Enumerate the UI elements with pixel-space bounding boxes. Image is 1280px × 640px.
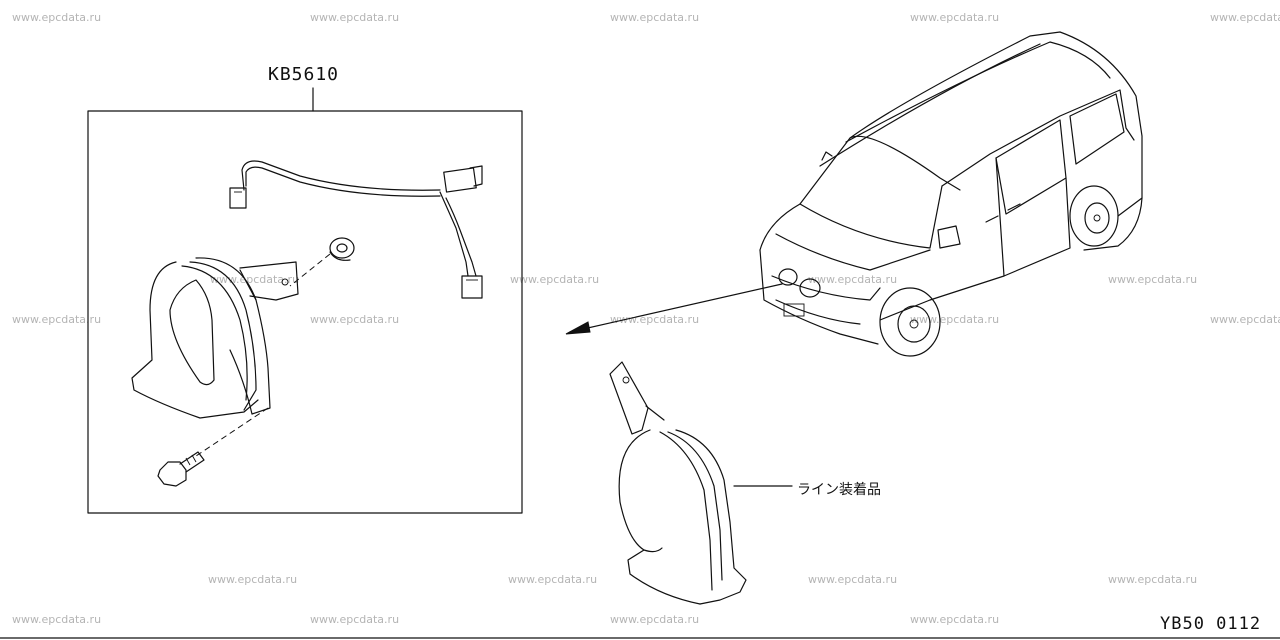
wiring-harness — [229, 160, 483, 299]
vehicle-illustration — [759, 31, 1143, 357]
watermark-text: www.epcdata.ru — [910, 11, 1000, 24]
watermark-text: www.epcdata.ru — [508, 573, 598, 586]
watermark-text: www.epcdata.ru — [808, 273, 898, 286]
line-installed-label: ライン装着品 — [797, 482, 881, 498]
nut — [329, 237, 355, 261]
watermark-text: www.epcdata.ru — [610, 313, 700, 326]
watermark-text: www.epcdata.ru — [510, 273, 600, 286]
watermark-text: www.epcdata.ru — [208, 573, 298, 586]
diagram-code: YB50 0112 — [1160, 614, 1262, 634]
watermark-text: www.epcdata.ru — [910, 613, 1000, 626]
watermark-text: www.epcdata.ru — [610, 613, 700, 626]
watermark-text: www.epcdata.ru — [310, 313, 400, 326]
watermark-text: www.epcdata.ru — [1108, 273, 1198, 286]
horn-kit-assembly — [131, 257, 299, 419]
watermark-text: www.epcdata.ru — [310, 11, 400, 24]
watermark-text: www.epcdata.ru — [12, 613, 102, 626]
part-number: KB5610 — [268, 64, 340, 85]
watermark-text: www.epcdata.ru — [12, 313, 102, 326]
watermark-text: www.epcdata.ru — [310, 613, 400, 626]
bolt — [157, 451, 205, 487]
horn-line-installed — [609, 361, 793, 605]
watermark-text: www.epcdata.ru — [1210, 11, 1280, 24]
watermark-text: www.epcdata.ru — [808, 573, 898, 586]
location-arrow — [565, 283, 783, 335]
watermark-text: www.epcdata.ru — [1108, 573, 1198, 586]
watermark-text: www.epcdata.ru — [12, 11, 102, 24]
watermark-text: www.epcdata.ru — [610, 11, 700, 24]
kit-frame — [87, 110, 523, 514]
watermark-text: www.epcdata.ru — [910, 313, 1000, 326]
watermark-text: www.epcdata.ru — [1210, 313, 1280, 326]
